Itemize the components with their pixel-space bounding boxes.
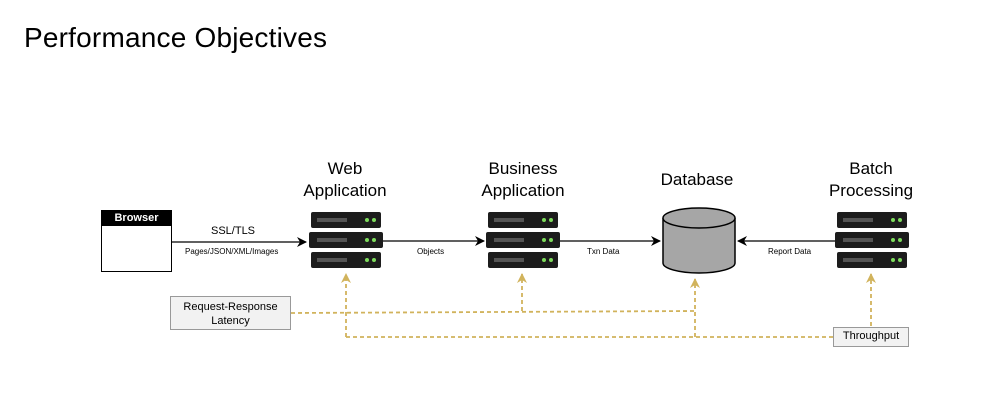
txn-data-label: Txn Data	[587, 247, 620, 256]
batch-processing-server-icon	[835, 212, 909, 268]
browser-window: Browser	[101, 210, 172, 272]
web-application-label-line1: Web	[327, 159, 363, 178]
report-data-label: Report Data	[768, 247, 812, 256]
page-title: Performance Objectives	[24, 22, 328, 53]
business-application-server-icon	[486, 212, 560, 268]
database-label: Database	[660, 170, 734, 189]
batch-processing-label: Batch Processing	[801, 158, 941, 202]
business-application-label-line1: Business	[488, 159, 558, 178]
batch-processing-label-line2: Processing	[828, 181, 914, 200]
web-application-server-icon	[309, 212, 383, 268]
database-cylinder-icon	[662, 207, 736, 274]
web-application-label: Web Application	[275, 158, 415, 202]
latency-label-line2: Latency	[211, 315, 250, 327]
business-application-label-line2: Application	[481, 181, 565, 200]
request-response-latency-box: Request-Response Latency	[170, 296, 291, 330]
web-application-label-line2: Application	[303, 181, 387, 200]
browser-title-bar: Browser	[102, 211, 171, 226]
batch-processing-label-line1: Batch	[849, 159, 893, 178]
latency-label-line1: Request-Response	[183, 301, 278, 313]
objects-label: Objects	[417, 247, 445, 256]
pages-label: Pages/JSON/XML/Images	[185, 247, 279, 256]
business-application-label: Business Application	[453, 158, 593, 202]
ssl-tls-label: SSL/TLS	[211, 225, 256, 237]
latency-dashed-line	[290, 310, 696, 314]
throughput-box: Throughput	[833, 327, 909, 347]
